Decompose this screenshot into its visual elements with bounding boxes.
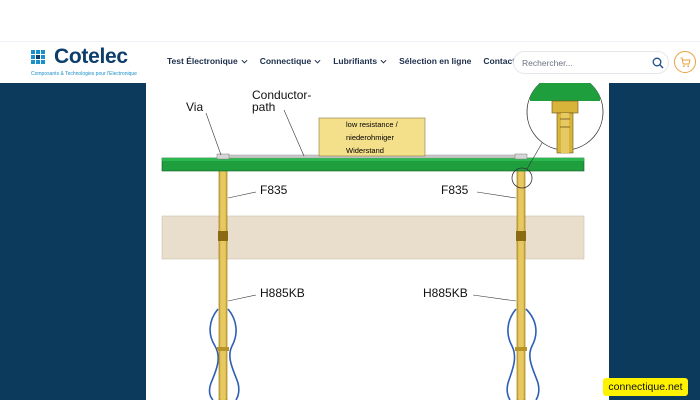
via-left <box>216 153 230 160</box>
nav-item-label: Lubrifiants <box>333 56 378 66</box>
cart-button[interactable] <box>674 51 696 73</box>
conductor-leader <box>283 109 305 157</box>
nav-item-contact[interactable]: Contact <box>483 56 515 66</box>
wire-right-inner <box>525 308 540 400</box>
logo-grid-icon <box>31 50 45 64</box>
nav-item-label: Sélection en ligne <box>399 56 472 66</box>
fixture-plate <box>161 215 585 260</box>
content-area: low resistance / niederohmiger Widerstan… <box>0 83 700 400</box>
probe-right-collar <box>516 231 526 241</box>
search-box <box>513 51 669 74</box>
chevron-down-icon <box>314 59 321 64</box>
conductor-label-line2: path <box>252 100 275 114</box>
wire-right-outer <box>506 308 517 400</box>
probe-left-ring <box>217 347 229 351</box>
search-icon[interactable] <box>652 57 664 69</box>
probe-left-collar <box>218 231 228 241</box>
via-right <box>514 153 528 160</box>
watermark-badge: connectique.net <box>603 378 688 396</box>
site-header: Cotelec Composants & Technologies pour l… <box>0 41 700 83</box>
nav-item-lubrifiants[interactable]: Lubrifiants <box>333 56 387 66</box>
resistance-label-line1: low resistance / <box>346 120 399 129</box>
f835-right-leader <box>476 191 517 199</box>
search-input[interactable] <box>522 55 642 70</box>
probe-left-highlight <box>220 170 226 400</box>
probe-left-label: F835 <box>260 183 288 197</box>
conductor-label-line1: Conductor- <box>252 88 311 102</box>
chevron-down-icon <box>241 59 248 64</box>
resistor-component <box>318 117 426 157</box>
nav-item-label: Test Électronique <box>167 56 238 66</box>
chevron-down-icon <box>380 59 387 64</box>
cart-icon <box>680 57 691 68</box>
h885kb-left-leader <box>227 294 257 302</box>
brand-tagline: Composants & Technologies pour l'Electro… <box>31 71 137 77</box>
probe-right-ring <box>515 347 527 351</box>
wire-left-inner <box>227 308 240 400</box>
logo[interactable]: Cotelec Composants & Technologies pour l… <box>30 45 145 79</box>
f835-left-leader <box>227 191 257 199</box>
h885kb-right-leader <box>472 294 517 302</box>
receptacle-right-label: H885KB <box>423 286 468 300</box>
zoom-source-circle <box>511 167 533 189</box>
brand-name: Cotelec <box>54 45 128 68</box>
probe-diagram: low resistance / niederohmiger Widerstan… <box>161 83 604 400</box>
via-leader <box>205 112 222 156</box>
resistance-label-line3: Widerstand <box>346 146 384 155</box>
zoom-leader <box>526 142 543 170</box>
receptacle-left-label: H885KB <box>260 286 305 300</box>
nav-item-label: Contact <box>483 56 516 66</box>
zoom-inset <box>526 83 604 154</box>
nav-item-test-electronique[interactable]: Test Électronique <box>167 56 248 66</box>
nav-item-connectique[interactable]: Connectique <box>260 56 321 66</box>
probe-right-highlight <box>518 170 524 400</box>
probe-right-label: F835 <box>441 183 469 197</box>
wire-left-outer <box>208 308 219 400</box>
nav-item-selection-en-ligne[interactable]: Sélection en ligne <box>399 56 471 66</box>
nav-item-label: Connectique <box>259 56 312 66</box>
pcb-top-edge <box>162 158 584 161</box>
diagram-panel: low resistance / niederohmiger Widerstan… <box>146 83 609 400</box>
resistance-label-line2: niederohmiger <box>346 133 394 142</box>
main-nav: Test Électronique Connectique Lubrifiant… <box>167 56 515 66</box>
via-label: Via <box>186 100 203 114</box>
